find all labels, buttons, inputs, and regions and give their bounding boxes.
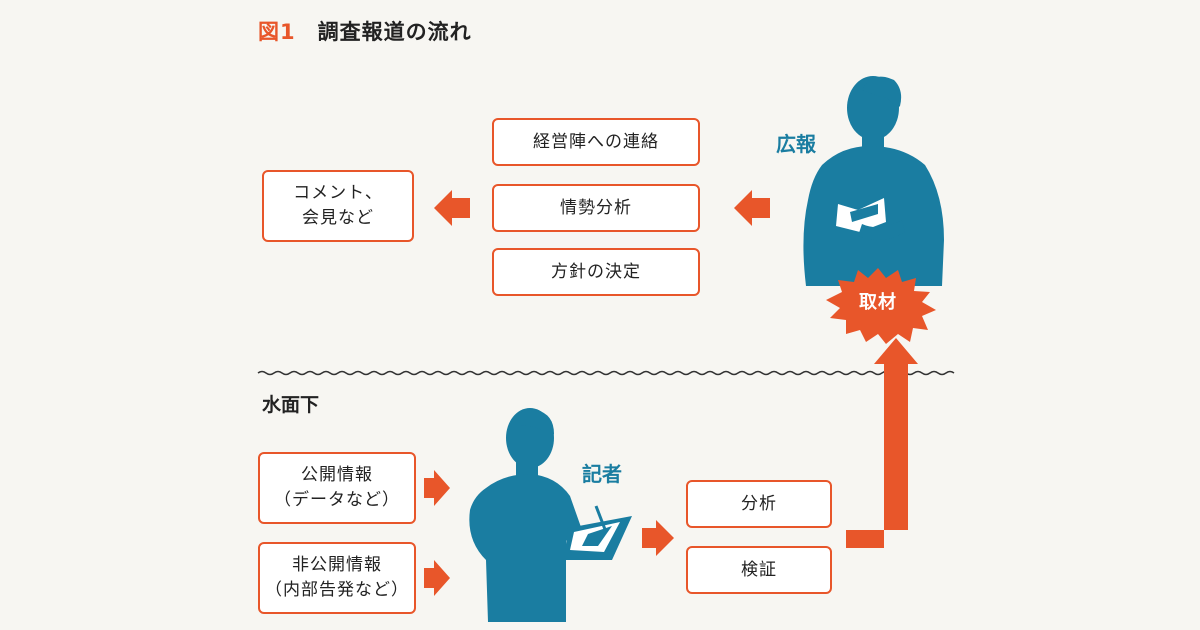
work-box-analysis: 分析 xyxy=(686,480,832,528)
figure-title-text: 調査報道の流れ xyxy=(317,20,472,44)
private-info-note: （内部告発など） xyxy=(265,580,409,600)
source-box-public: 公開情報 （データなど） xyxy=(258,452,416,524)
arrow-reporter-to-work xyxy=(642,520,674,556)
result-line-2: 会見など xyxy=(301,208,374,228)
arrow-public-info xyxy=(424,470,450,506)
result-line-1: コメント、 xyxy=(293,183,383,204)
process-box-policy-decision: 方針の決定 xyxy=(492,248,700,296)
public-info-title: 公開情報 xyxy=(301,465,373,486)
underwater-label: 水面下 xyxy=(262,394,320,416)
result-box: コメント、 会見など xyxy=(262,170,414,242)
figure-number: 図1 xyxy=(258,20,296,44)
source-box-private: 非公開情報 （内部告発など） xyxy=(258,542,416,614)
water-line xyxy=(257,370,955,376)
figure-title: 図1 調査報道の流れ xyxy=(258,16,472,46)
private-info-title: 非公開情報 xyxy=(292,555,382,576)
reporter-silhouette xyxy=(469,408,632,622)
pr-label: 広報 xyxy=(776,132,816,156)
process-box-situation-analysis: 情勢分析 xyxy=(492,184,700,232)
interview-label: 取材 xyxy=(859,292,897,313)
reporter-label: 記者 xyxy=(582,462,622,486)
work-box-verification: 検証 xyxy=(686,546,832,594)
arrow-process-to-result xyxy=(434,190,470,226)
arrow-private-info xyxy=(424,560,450,596)
pr-person-silhouette xyxy=(803,76,944,286)
interview-burst xyxy=(826,268,936,344)
process-box-contact-management: 経営陣への連絡 xyxy=(492,118,700,166)
arrow-pr-to-process xyxy=(734,190,770,226)
public-info-note: （データなど） xyxy=(274,490,400,510)
arrow-up-to-interview xyxy=(846,338,918,548)
